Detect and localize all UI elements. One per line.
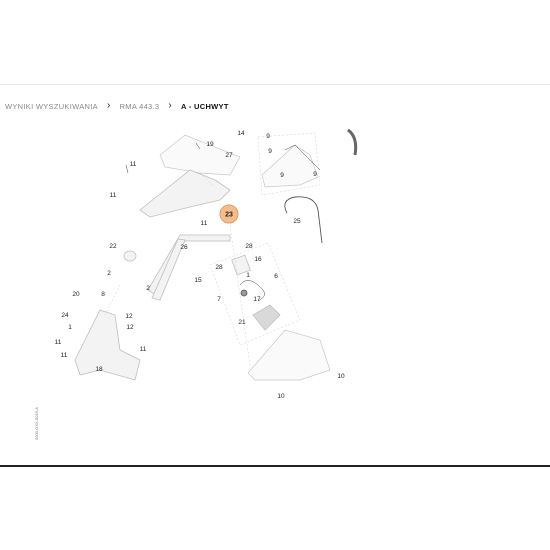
footer-divider xyxy=(0,465,550,467)
callout-label[interactable]: 1 xyxy=(246,272,250,279)
callout-label[interactable]: 11 xyxy=(110,192,117,199)
callout-label[interactable]: 19 xyxy=(206,141,214,148)
breadcrumb-current-section: A - UCHWYT xyxy=(181,101,229,111)
chevron-right-icon: › xyxy=(168,100,173,111)
callout-label[interactable]: 11 xyxy=(140,346,147,353)
callout-label[interactable]: 11 xyxy=(61,352,68,359)
callout-label[interactable]: 21 xyxy=(238,319,246,326)
callout-label[interactable]: 10 xyxy=(277,393,285,400)
handle-upper-housing xyxy=(139,169,231,218)
callout-label[interactable]: 9 xyxy=(313,171,317,178)
cable xyxy=(284,196,323,244)
callout-label[interactable]: 11 xyxy=(201,220,208,227)
callout-label[interactable]: 9 xyxy=(266,133,270,140)
callout-label[interactable]: 14 xyxy=(237,130,245,137)
header-divider xyxy=(0,84,550,85)
breadcrumb-model[interactable]: RMA 443.3 xyxy=(119,101,160,111)
callout-label[interactable]: 17 xyxy=(253,296,261,303)
callout-label[interactable]: 2 xyxy=(107,270,111,277)
callout-label[interactable]: 26 xyxy=(180,244,188,251)
diagram-reference-code: 0000-GXX-0019-A xyxy=(34,407,39,440)
callout-label[interactable]: 1 xyxy=(68,324,72,331)
handle-cover-top xyxy=(159,134,241,176)
callout-label[interactable]: 24 xyxy=(61,312,69,319)
callout-label[interactable]: 8 xyxy=(101,291,105,298)
callout-highlight-circle[interactable] xyxy=(219,204,239,224)
callout-label[interactable]: 2 xyxy=(146,285,150,292)
lower-frame xyxy=(247,329,331,381)
knob xyxy=(123,250,137,262)
switch-box xyxy=(252,304,281,331)
breadcrumb: WYNIKI WYSZUKIWANIA › RMA 443.3 › A - UC… xyxy=(5,99,229,113)
callout-label[interactable]: 25 xyxy=(293,218,301,225)
callout-label[interactable]: 11 xyxy=(130,161,137,168)
callout-label[interactable]: 28 xyxy=(215,264,223,271)
callout-label[interactable]: 11 xyxy=(55,339,62,346)
callout-label[interactable]: 22 xyxy=(109,243,117,250)
callout-label[interactable]: 12 xyxy=(125,313,133,320)
callout-label[interactable]: 15 xyxy=(194,277,202,284)
detail-frame xyxy=(209,242,301,346)
breadcrumb-search-results[interactable]: WYNIKI WYSZUKIWANIA xyxy=(5,101,98,111)
bracket-left xyxy=(74,309,141,381)
callout-label[interactable]: 10 xyxy=(337,373,345,380)
callout-label[interactable]: 16 xyxy=(254,256,262,263)
callout-label[interactable]: 6 xyxy=(274,273,278,280)
callout-label[interactable]: 18 xyxy=(95,366,103,373)
callout-label-highlighted[interactable]: 23 xyxy=(225,212,233,219)
callout-label[interactable]: 27 xyxy=(225,152,233,159)
callout-label[interactable]: 7 xyxy=(217,296,221,303)
chevron-right-icon: › xyxy=(106,100,111,111)
callout-label[interactable]: 28 xyxy=(245,243,253,250)
callout-label[interactable]: 9 xyxy=(268,148,272,155)
callout-label[interactable]: 12 xyxy=(126,324,134,331)
callout-label[interactable]: 20 xyxy=(72,291,80,298)
callout-label[interactable]: 9 xyxy=(280,172,284,179)
